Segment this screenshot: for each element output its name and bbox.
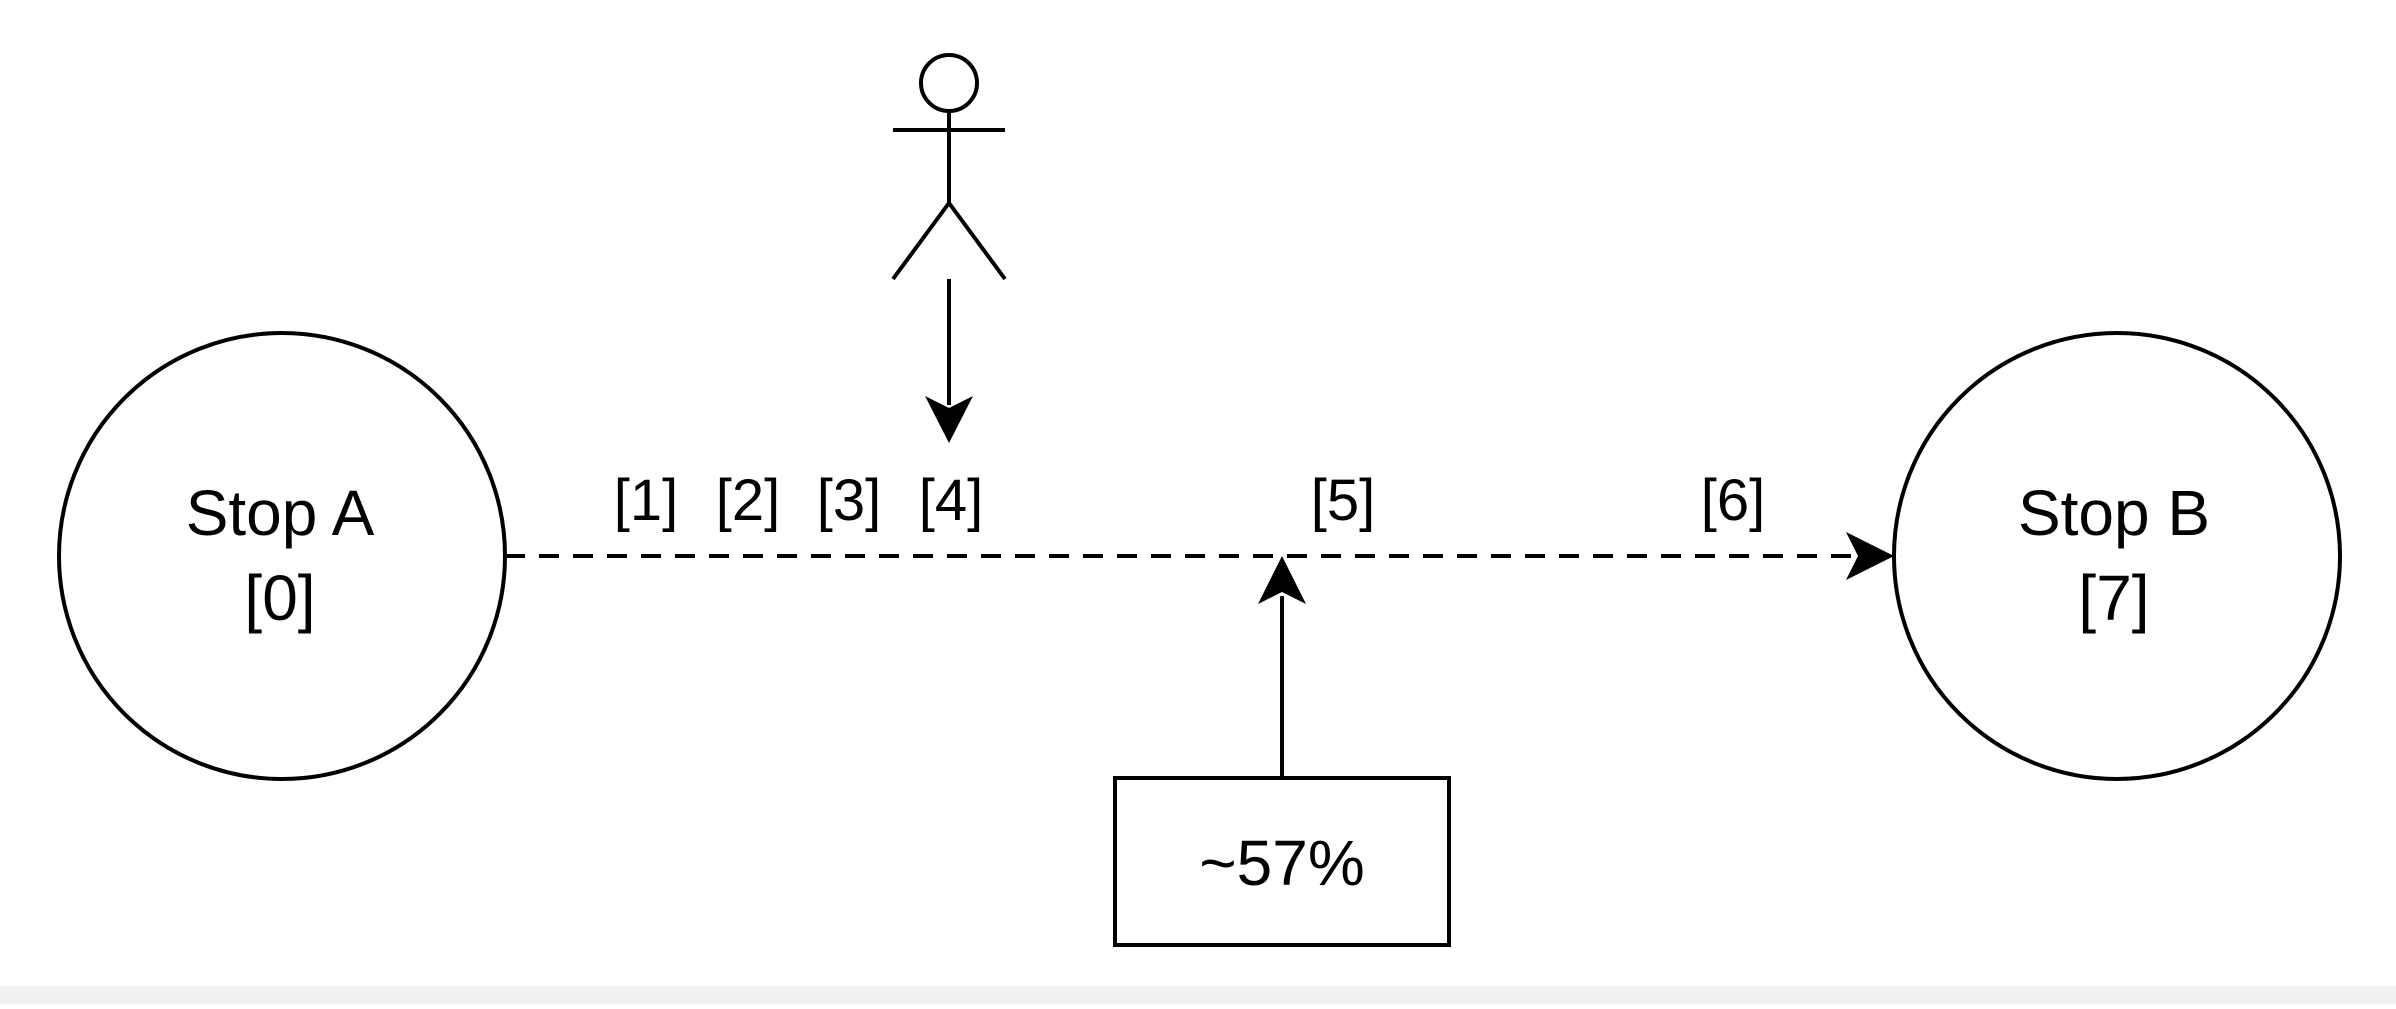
stop-a-name: Stop A — [186, 477, 375, 549]
stop-b-index: [7] — [2078, 562, 2149, 634]
position-label: [4] — [919, 468, 984, 533]
position-label: [3] — [817, 468, 882, 533]
progress-label: ~57% — [1199, 827, 1364, 899]
route-arrowhead — [1846, 532, 1894, 580]
person-icon — [891, 53, 1007, 281]
progress-arrow — [1258, 556, 1306, 778]
stop-b-node[interactable]: Stop B [7] — [1892, 331, 2342, 781]
stop-b-circle — [1892, 331, 2342, 781]
stop-a-node[interactable]: Stop A [0] — [57, 331, 507, 781]
stop-a-index: [0] — [244, 562, 315, 634]
progress-box-frame — [1113, 776, 1451, 947]
position-label: [6] — [1701, 468, 1766, 533]
passenger-arrow — [925, 279, 973, 443]
position-label: [1] — [614, 468, 679, 533]
stop-b-name: Stop B — [2018, 477, 2210, 549]
position-label: [2] — [716, 468, 781, 533]
progress-box[interactable]: ~57% — [1113, 776, 1451, 947]
bottom-strip — [0, 986, 2396, 1004]
position-labels: [1] [2] [3] [4] [5] [6] — [614, 468, 1766, 533]
position-label: [5] — [1311, 468, 1376, 533]
stop-a-circle — [57, 331, 507, 781]
